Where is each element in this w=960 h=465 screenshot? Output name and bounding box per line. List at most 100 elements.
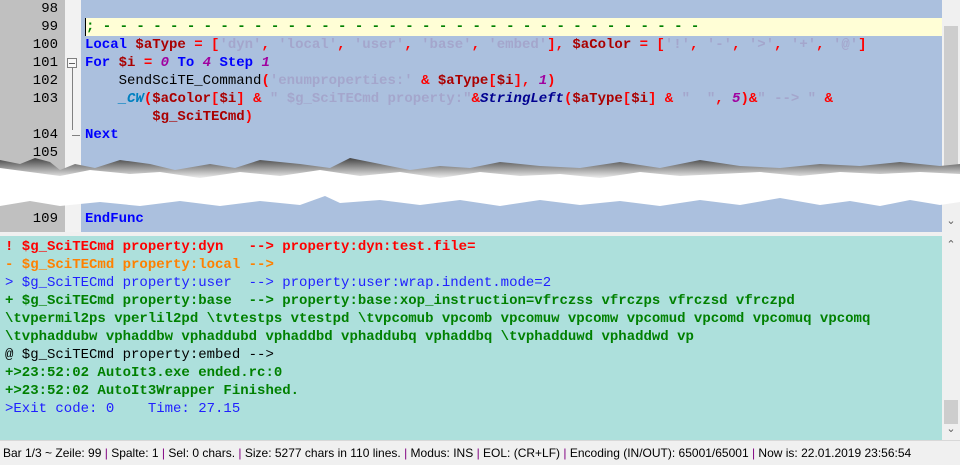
code-token: 1: [538, 73, 548, 89]
code-token: ]: [236, 91, 245, 107]
status-bar: Bar 1/3 ~ Zeile: 99 | Spalte: 1 | Sel: 0…: [0, 440, 960, 465]
output-line: > $g_SciTECmd property:user --> property…: [5, 275, 552, 291]
status-separator: |: [748, 446, 759, 460]
minus-box-icon[interactable]: [67, 58, 77, 68]
line-number: [0, 108, 58, 126]
code-token: 'embed': [488, 37, 548, 53]
code-token: $aType: [437, 73, 489, 89]
editor-scrollbar-thumb[interactable]: [944, 26, 958, 166]
output-line: \tvpermil2ps vperlil2pd \tvtestps vtestp…: [5, 311, 871, 327]
chevron-down-icon[interactable]: ⌄: [946, 214, 956, 227]
code-token: Local: [85, 37, 136, 53]
code-token: 'enumproperties:': [269, 73, 413, 89]
code-line[interactable]: SendSciTE_Command('enumproperties:' & $a…: [85, 72, 556, 90]
output-scrollbar[interactable]: ⌃ ⌄: [942, 236, 960, 440]
code-token: &: [656, 91, 682, 107]
code-token: = [: [185, 37, 220, 53]
code-line[interactable]: Local $aType = ['dyn', 'local', 'user', …: [85, 36, 867, 54]
status-item: Encoding (IN/OUT): 65001/65001: [569, 446, 749, 460]
code-token: [: [488, 73, 497, 89]
code-token: &: [471, 91, 480, 107]
code-token: $g_SciTECmd: [152, 109, 245, 125]
fold-line: [72, 68, 73, 130]
status-separator: |: [235, 446, 245, 460]
line-number: 105: [32, 145, 58, 161]
code-token: For: [85, 55, 119, 71]
chevron-down-icon[interactable]: ⌄: [946, 422, 956, 435]
torn-paper-break: [0, 158, 960, 206]
code-token: ,: [404, 37, 422, 53]
output-line: - $g_SciTECmd property:local -->: [5, 257, 274, 273]
code-token: 1: [261, 55, 270, 71]
output-scrollbar-thumb[interactable]: [944, 400, 958, 424]
output-pane[interactable]: ! $g_SciTECmd property:dyn --> property:…: [0, 236, 960, 440]
status-item: Sel: 0 chars.: [168, 446, 236, 460]
output-line: @ $g_SciTECmd property:embed -->: [5, 347, 274, 363]
code-token: [85, 91, 119, 107]
code-token: $i: [496, 73, 514, 89]
line-number: 102: [32, 73, 58, 89]
code-token: StringLeft: [479, 91, 564, 107]
code-token: 4: [202, 55, 212, 71]
code-line[interactable]: _CW($aColor[$i] & " $g_SciTECmd property…: [85, 90, 833, 108]
code-token: $i: [631, 91, 648, 107]
code-token: 'local': [278, 37, 338, 53]
code-token: SendSciTE_Command: [85, 73, 262, 89]
code-token: $aColor: [152, 91, 212, 107]
status-item: Size: 5277 chars in 110 lines.: [244, 446, 401, 460]
code-token: (: [563, 91, 573, 107]
line-number: 101: [32, 55, 58, 71]
code-token: 'dyn': [219, 37, 262, 53]
status-separator: |: [560, 446, 570, 460]
code-token: 0: [160, 55, 170, 71]
code-token: =: [135, 55, 161, 71]
line-number: 98: [41, 1, 58, 17]
chevron-up-icon[interactable]: ⌃: [946, 238, 956, 251]
code-token: ,: [690, 37, 707, 53]
code-token: ]: [858, 37, 867, 53]
code-token: ): [244, 109, 254, 125]
code-token: $aType: [135, 37, 186, 53]
code-token: &: [748, 91, 758, 107]
code-token: " $g_SciTECmd property:": [269, 91, 472, 107]
status-item: Modus: INS: [410, 446, 474, 460]
status-separator: |: [473, 446, 484, 460]
output-line: +>23:52:02 AutoIt3.exe ended.rc:0: [5, 365, 283, 381]
code-token: '+': [790, 37, 817, 53]
line-number: 99: [41, 19, 58, 35]
code-token: 'base': [421, 37, 472, 53]
status-separator: |: [158, 446, 169, 460]
code-token: ,: [774, 37, 791, 53]
code-token: ): [740, 91, 749, 107]
status-item: Spalte: 1: [111, 446, 159, 460]
code-token: ): [547, 73, 556, 89]
code-token: ],: [513, 73, 539, 89]
line-number: 100: [32, 37, 58, 53]
code-token: &: [244, 91, 270, 107]
status-item: Bar 1/3 ~ Zeile: 99: [3, 446, 102, 460]
code-area[interactable]: ; - - - - - - - - - - - - - - - - - - - …: [81, 0, 947, 232]
code-line[interactable]: Next: [85, 126, 119, 144]
code-token: [: [211, 91, 220, 107]
status-item: EOL: (CR+LF): [483, 446, 561, 460]
code-token: EndFunc: [85, 211, 144, 227]
output-line: ! $g_SciTECmd property:dyn --> property:…: [5, 239, 476, 255]
code-line[interactable]: ; - - - - - - - - - - - - - - - - - - - …: [85, 18, 947, 36]
code-token: $i: [118, 55, 136, 71]
code-token: $aColor: [572, 37, 632, 53]
code-token: (: [143, 91, 153, 107]
code-line[interactable]: $g_SciTECmd): [85, 108, 253, 126]
code-token: '>': [748, 37, 775, 53]
code-token: $aType: [572, 91, 623, 107]
code-token: " ": [681, 91, 716, 107]
code-token: &: [816, 91, 833, 107]
code-token: '@': [832, 37, 859, 53]
code-token: ,: [261, 37, 279, 53]
code-token: ,: [816, 37, 833, 53]
status-item: Now is: 22.01.2019 23:56:54: [758, 446, 912, 460]
code-line[interactable]: For $i = 0 To 4 Step 1: [85, 54, 270, 72]
code-token: Step: [211, 55, 262, 71]
code-line[interactable]: EndFunc: [85, 210, 144, 228]
line-number: 109: [32, 211, 58, 227]
output-line: + $g_SciTECmd property:base --> property…: [5, 293, 795, 309]
